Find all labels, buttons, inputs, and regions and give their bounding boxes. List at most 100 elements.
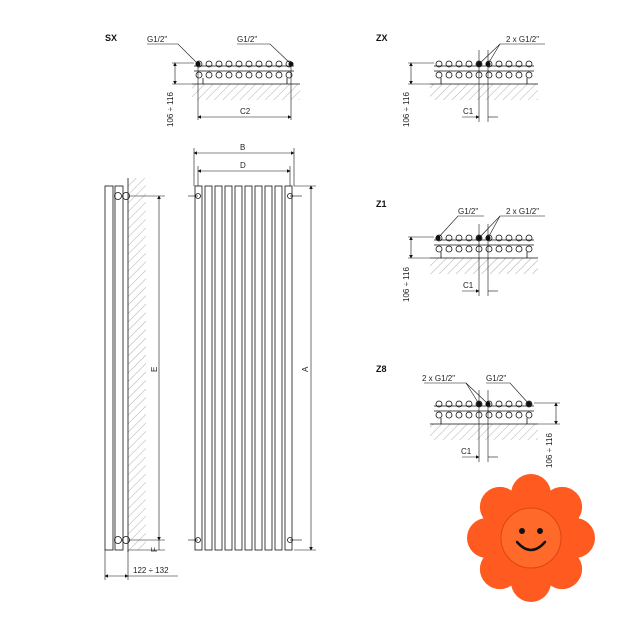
tube-section: [525, 234, 533, 242]
tube-section: [465, 71, 473, 79]
tube-section: [245, 60, 253, 68]
tube-section: [275, 60, 283, 68]
tube-section: [525, 400, 533, 408]
tube-section: [525, 411, 533, 419]
view-title-z1: Z1: [376, 199, 387, 209]
radiator-columns: [194, 185, 293, 551]
view-z8: Z8 2 x G1/2" G1/2" 106 ÷ 116 C1: [376, 364, 560, 468]
tube-section: [515, 234, 523, 242]
tube-section: [225, 60, 233, 68]
radiator-column: [204, 185, 213, 551]
height-dimension-label: 106 ÷ 116: [402, 267, 411, 302]
height-dimension-label: 106 ÷ 116: [545, 433, 554, 468]
tube-section: [485, 245, 493, 253]
connection-label: G1/2": [486, 374, 506, 383]
height-e-label: E: [150, 367, 159, 372]
radiator-column: [244, 185, 253, 551]
tube-section: [505, 400, 513, 408]
smiley-flower-icon: [467, 474, 595, 602]
radiator-column: [234, 185, 243, 551]
tube-section: [445, 411, 453, 419]
tube-section: [455, 400, 463, 408]
tube-section: [525, 71, 533, 79]
tube-section: [435, 400, 443, 408]
tube-section: [515, 245, 523, 253]
connection-label: 2 x G1/2": [506, 207, 539, 216]
tube-section: [495, 234, 503, 242]
tube-section: [205, 60, 213, 68]
tube-section: [455, 71, 463, 79]
tube-section: [515, 60, 523, 68]
view-z1: Z1 G1/2" 2 x G1/2" 106 ÷ 116 C1: [376, 199, 545, 302]
tube-section: [525, 245, 533, 253]
view-title-z8: Z8: [376, 364, 387, 374]
view-sx: SX G1/2" G1/2" 106 ÷ 116 C2: [105, 33, 300, 127]
radiator-column: [264, 185, 273, 551]
spacing-dimension-label: C1: [463, 107, 474, 116]
depth-dimension-label: 122 ÷ 132: [133, 566, 169, 575]
spacing-dimension-label: C2: [240, 107, 251, 116]
tube-section: [505, 411, 513, 419]
spacing-dimension-label: C1: [463, 281, 474, 290]
tube-section: [445, 234, 453, 242]
bottom-f-label: F: [150, 547, 159, 552]
radiator-column: [274, 185, 283, 551]
tube-section: [515, 71, 523, 79]
fitting: [114, 192, 122, 200]
tube-section: [505, 234, 513, 242]
tube-section: [235, 60, 243, 68]
tube-section: [485, 71, 493, 79]
tube-section: [255, 60, 263, 68]
spacing-dimension-label: C1: [461, 447, 472, 456]
tube-section: [285, 71, 293, 79]
tube-section: [515, 400, 523, 408]
radiator-column: [214, 185, 223, 551]
tube-section: [455, 60, 463, 68]
tube-section: [465, 400, 473, 408]
tube-section: [205, 71, 213, 79]
wall-hatch: [430, 424, 538, 440]
tube-section: [265, 71, 273, 79]
petal: [511, 474, 551, 514]
petal: [511, 562, 551, 602]
width-b-label: B: [240, 143, 245, 152]
tube-section: [505, 245, 513, 253]
tube-section: [255, 71, 263, 79]
connection-label: G1/2": [458, 207, 478, 216]
tube-row: [434, 234, 534, 253]
tube-row: [434, 400, 534, 419]
tube-section: [465, 411, 473, 419]
connection-label: 2 x G1/2": [506, 35, 539, 44]
tube-section: [495, 400, 503, 408]
tube-section: [455, 411, 463, 419]
tube-section: [215, 60, 223, 68]
connection-label: 2 x G1/2": [422, 374, 455, 383]
tube-section: [515, 411, 523, 419]
radiator-column: [284, 185, 293, 551]
radiator-column: [194, 185, 203, 551]
tube-section: [505, 60, 513, 68]
inner-width-d-label: D: [240, 161, 246, 170]
tube-section: [465, 245, 473, 253]
tube-section: [495, 411, 503, 419]
view-title-zx: ZX: [376, 33, 388, 43]
tube-row: [434, 60, 534, 79]
fitting: [195, 537, 201, 543]
fitting: [114, 536, 122, 544]
tube-section: [445, 71, 453, 79]
tube-section: [435, 60, 443, 68]
wall-hatch: [430, 258, 538, 274]
height-a-label: A: [301, 366, 310, 372]
tube-section: [525, 60, 533, 68]
height-dimension-label: 106 ÷ 116: [402, 92, 411, 127]
radiator-column: [224, 185, 233, 551]
tube-section: [495, 71, 503, 79]
wall-hatch: [430, 84, 538, 100]
tube-section: [485, 411, 493, 419]
tube-section: [435, 245, 443, 253]
tube-section: [465, 60, 473, 68]
tube-section: [455, 234, 463, 242]
tube-section: [245, 71, 253, 79]
petal: [467, 518, 507, 558]
wall-hatch: [128, 178, 146, 550]
